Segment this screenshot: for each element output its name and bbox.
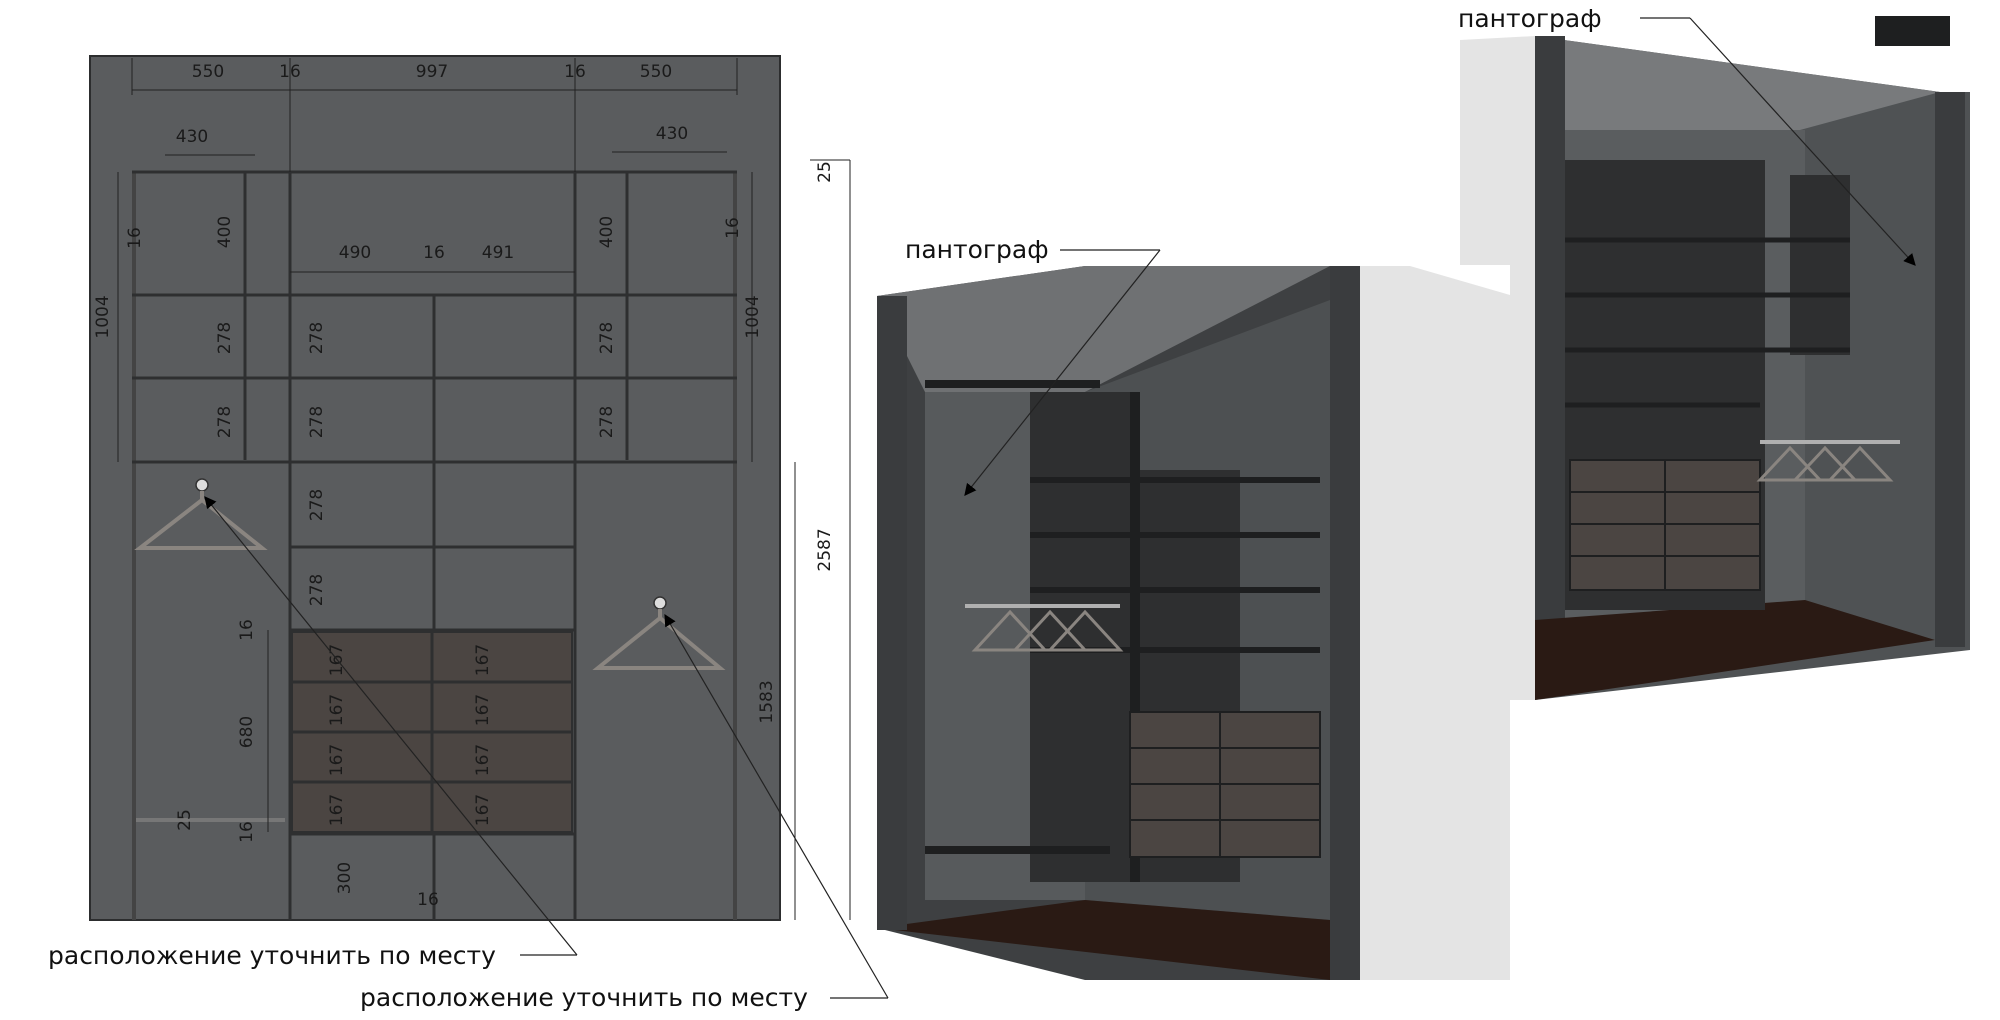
dim-16-plinth: 16	[417, 890, 439, 910]
dim-997: 997	[416, 62, 448, 82]
dim-167-2: 167	[327, 694, 347, 726]
dim-550-left: 550	[192, 62, 224, 82]
right-wall-light	[1330, 266, 1510, 980]
dim-16-right: 16	[564, 62, 586, 82]
dim-278-center-2: 278	[307, 406, 327, 438]
dim-278-left-2: 278	[215, 406, 235, 438]
dim-400-right: 400	[597, 216, 617, 248]
location-note-1: расположение уточнить по месту	[48, 941, 496, 970]
dim-1004-right: 1004	[743, 295, 763, 338]
ceiling-2	[1535, 36, 1940, 130]
location-arrow-2	[664, 613, 889, 999]
perspective-view-1: пантограф	[877, 235, 1510, 980]
pantograph-label-1: пантограф	[905, 235, 1049, 264]
dim-167-5: 167	[473, 644, 493, 676]
column-left	[1030, 392, 1130, 882]
dim-430-left: 430	[176, 127, 208, 147]
dim-2587: 2587	[815, 528, 835, 571]
dim-16-bottom: 16	[237, 821, 257, 843]
dark-block	[1875, 16, 1950, 46]
pantograph-label-2: пантограф	[1458, 4, 1602, 33]
floor	[877, 900, 1330, 980]
dim-278-center-1: 278	[307, 322, 327, 354]
dim-400-left: 400	[215, 216, 235, 248]
drawer-block	[291, 631, 573, 833]
dim-167-3: 167	[327, 744, 347, 776]
dim-430-right: 430	[656, 124, 688, 144]
dim-25-bottom: 25	[175, 809, 195, 831]
dim-167-8: 167	[473, 794, 493, 826]
dim-278-center-3: 278	[307, 489, 327, 521]
dim-278-right-2: 278	[597, 406, 617, 438]
dim-491: 491	[482, 243, 514, 263]
dim-490: 490	[339, 243, 371, 263]
dim-300: 300	[335, 862, 355, 894]
pantograph-arrow-1	[964, 249, 1161, 496]
dim-278-center-4: 278	[307, 574, 327, 606]
front-elevation: 550 16 997 16 550 430 430 490 16 491 100…	[89, 55, 851, 921]
right-side-panel	[733, 173, 737, 920]
dim-167-6: 167	[473, 694, 493, 726]
dim-278-left-1: 278	[215, 322, 235, 354]
left-side-panel	[132, 173, 136, 920]
hanger-right	[592, 596, 726, 670]
location-note-2: расположение уточнить по месту	[360, 983, 808, 1012]
dim-16-left: 16	[279, 62, 301, 82]
dim-680: 680	[237, 716, 257, 748]
location-arrow-1	[204, 496, 578, 956]
upper-box-2	[1790, 175, 1850, 355]
dim-167-7: 167	[473, 744, 493, 776]
dim-1004-left: 1004	[93, 295, 113, 338]
column-divider	[1130, 392, 1140, 882]
hanger-left	[134, 478, 268, 550]
ceiling	[877, 266, 1330, 392]
dim-16-drawers-top: 16	[237, 619, 257, 641]
floor-2	[1535, 600, 1935, 700]
pantograph-arrow-2	[1689, 17, 1916, 266]
right-frame	[1330, 266, 1360, 980]
dim-1583: 1583	[757, 680, 777, 723]
dim-278-right-1: 278	[597, 322, 617, 354]
hangers-3d	[971, 609, 1124, 652]
dim-167-4: 167	[327, 794, 347, 826]
dim-16-side-left: 16	[125, 227, 145, 249]
left-wall-light	[1460, 36, 1535, 700]
left-frame	[877, 296, 907, 930]
dim-16-inner: 16	[423, 243, 445, 263]
perspective-view-2: пантограф	[1458, 4, 1970, 700]
dim-16-side-right: 16	[723, 217, 743, 239]
left-frame-2	[1535, 36, 1565, 696]
right-frame-2	[1935, 92, 1965, 647]
dim-550-right: 550	[640, 62, 672, 82]
dim-25-top: 25	[815, 161, 835, 183]
hangers-2	[1756, 445, 1894, 482]
